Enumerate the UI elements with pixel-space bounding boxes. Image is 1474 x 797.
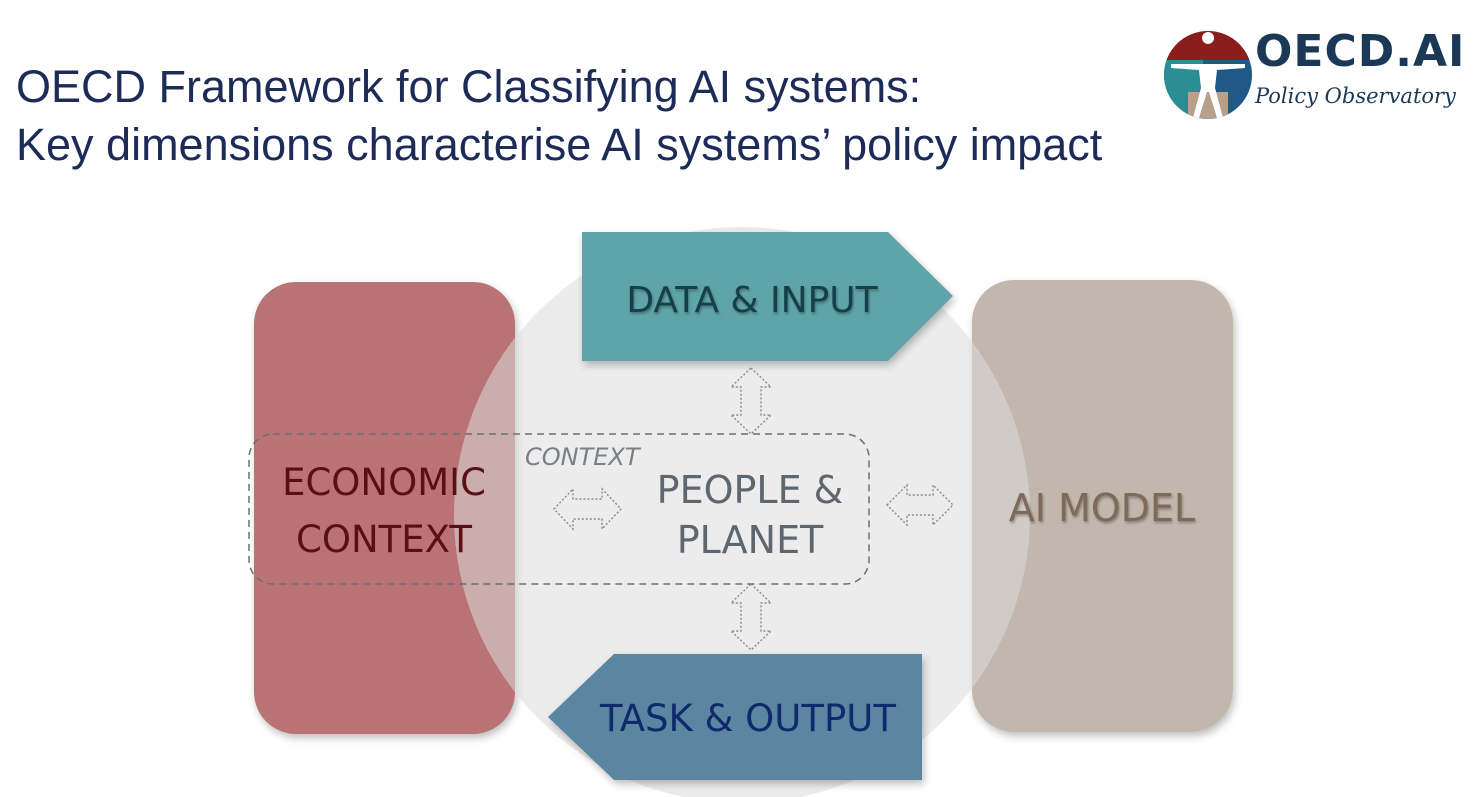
economic-context-label-line-1: ECONOMIC — [282, 461, 486, 504]
up-down-arrow-icon — [729, 583, 773, 651]
people-planet-label-line-1: PEOPLE & — [657, 468, 844, 512]
vitruvian-man-icon — [1164, 31, 1252, 119]
data-input-arrow-box — [582, 232, 953, 361]
title-line-2: Key dimensions characterise AI systems’ … — [16, 119, 1103, 170]
ai-model-box — [972, 280, 1233, 732]
left-right-arrow-icon — [553, 487, 622, 531]
page-title: OECD Framework for Classifying AI system… — [16, 58, 1102, 174]
task-output-arrow-box — [548, 654, 922, 780]
title-line-1: OECD Framework for Classifying AI system… — [16, 61, 922, 112]
data-input-label: DATA & INPUT — [626, 280, 878, 321]
oecd-ai-logo[interactable]: OECD.AI Policy Observatory — [1163, 26, 1473, 120]
logo-subtitle: Policy Observatory — [1255, 84, 1456, 108]
context-dashed-frame — [248, 433, 870, 585]
logo-wordmark: OECD.AI — [1255, 26, 1466, 77]
context-label: CONTEXT — [525, 443, 642, 471]
up-down-arrow-icon — [729, 367, 773, 435]
ai-model-label: AI MODEL — [1009, 486, 1195, 530]
task-output-label: TASK & OUTPUT — [599, 697, 896, 740]
economic-context-box — [254, 282, 515, 734]
economic-context-label-line-2: CONTEXT — [296, 518, 472, 561]
people-planet-label-line-2: PLANET — [677, 518, 824, 562]
